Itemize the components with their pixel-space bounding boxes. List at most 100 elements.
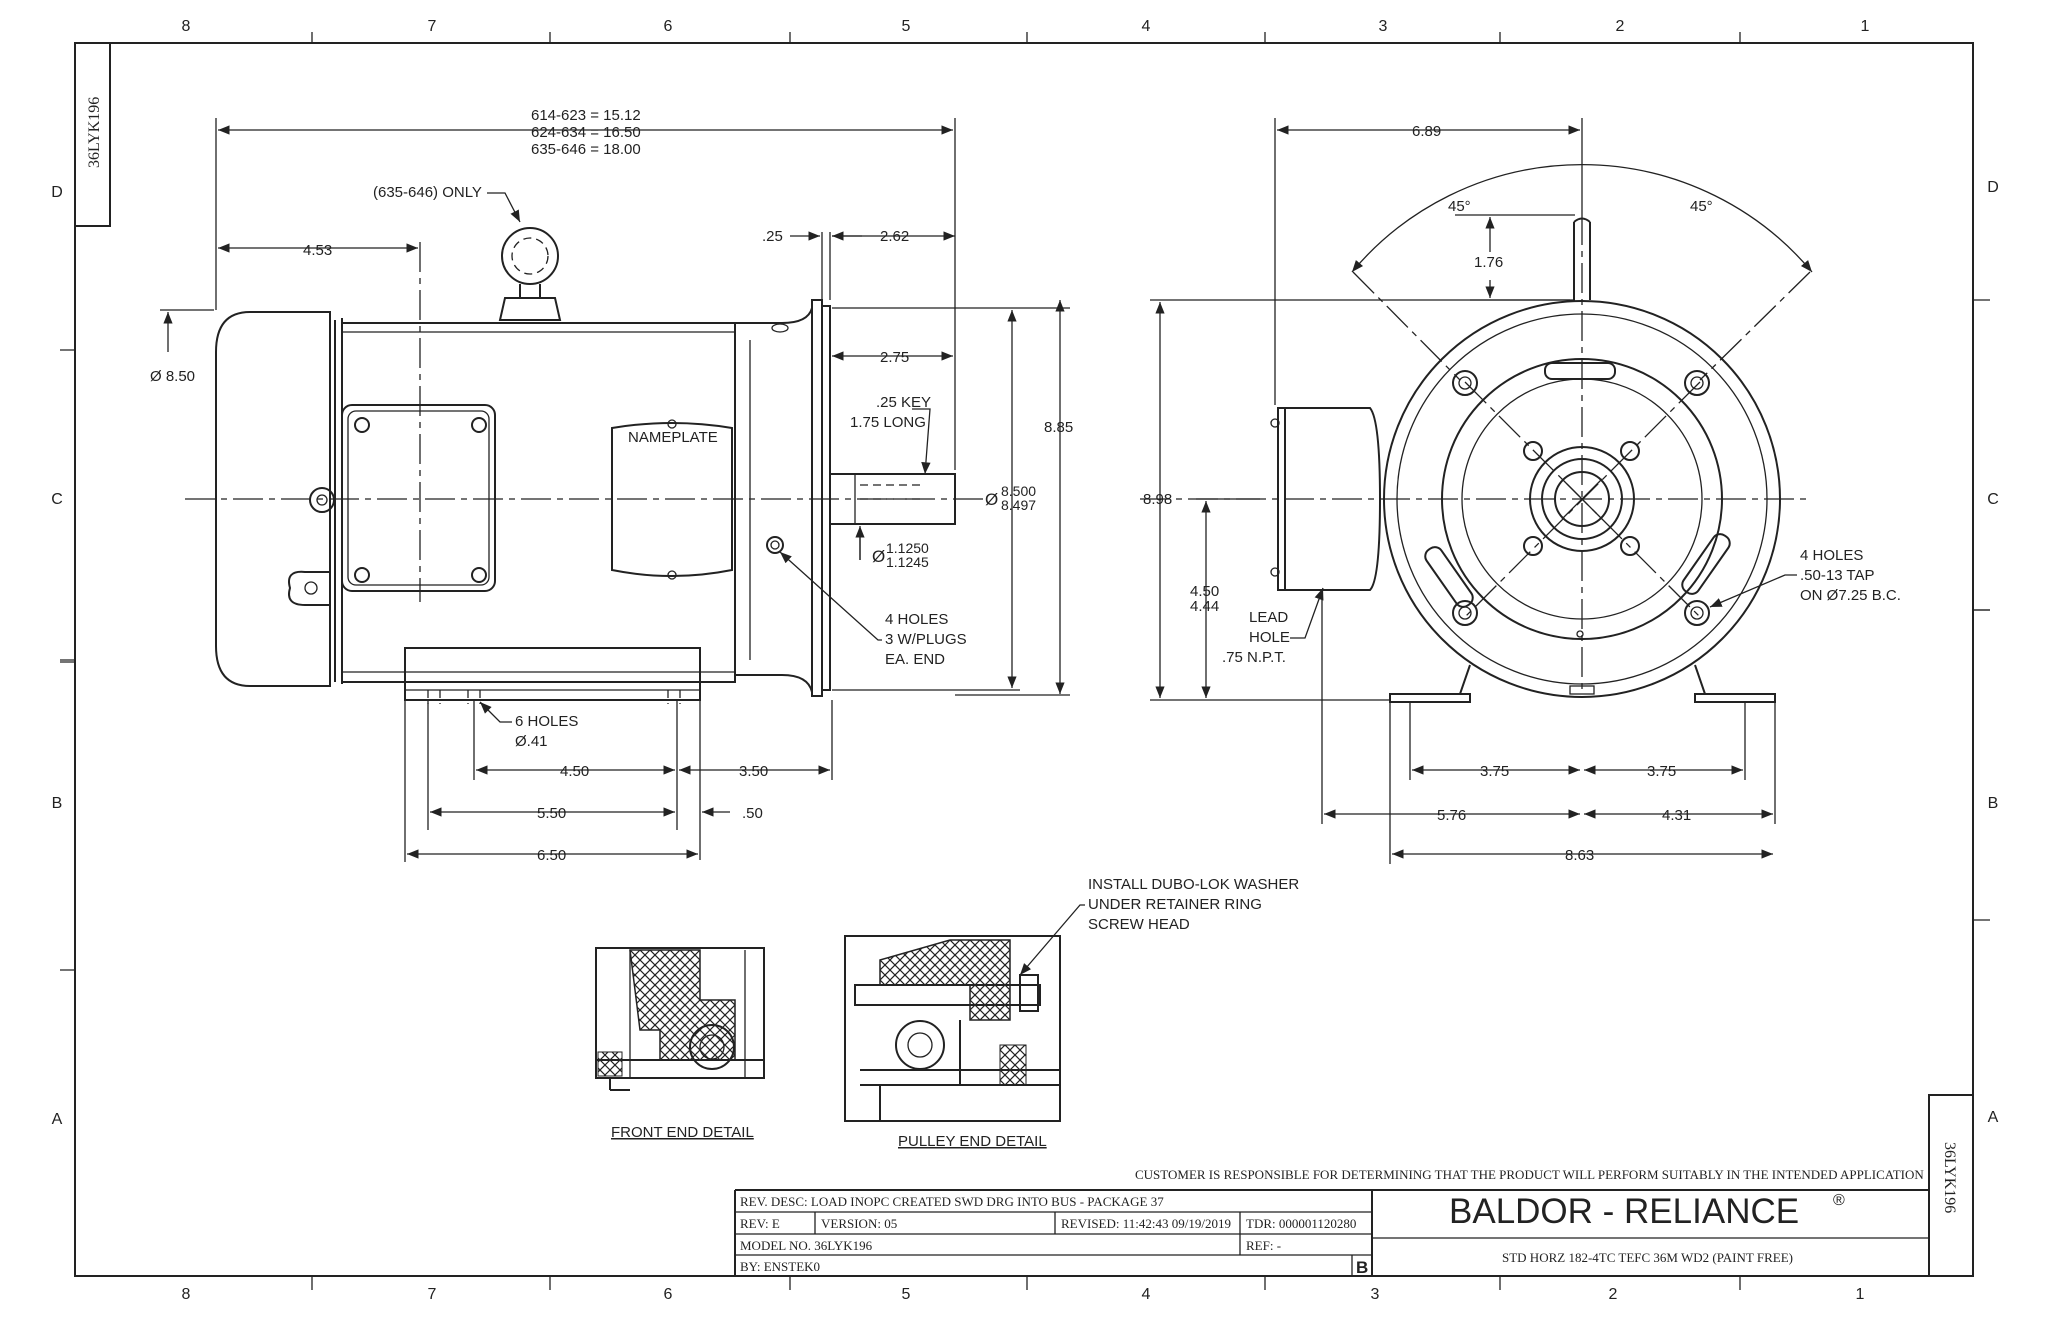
zone-label: 1	[1861, 18, 1870, 35]
zone-label: 6	[664, 1286, 673, 1303]
lead-hole-note: LEAD	[1249, 609, 1288, 626]
drawing-number: 36LYK196	[86, 97, 103, 168]
dim-4-44: 4.44	[1190, 598, 1219, 615]
company-name: BALDOR - RELIANCE	[1449, 1192, 1799, 1231]
shaft-dia-symbol: Ø	[872, 547, 885, 566]
dim-3-75-right: 3.75	[1647, 763, 1676, 780]
top-zone-labels: 8 7 6 5 4 3 2 1	[182, 18, 1870, 35]
end-view-dimensions: 6.89 45° 45° 1.76 8.98 4.50 4.44 LEAD HO…	[1143, 118, 1901, 864]
dim-base-3-50: 3.50	[739, 763, 768, 780]
zone-label: A	[52, 1111, 63, 1128]
dim-2-75: 2.75	[880, 349, 909, 366]
install-note: INSTALL DUBO-LOK WASHER	[1088, 876, 1299, 893]
dim-base-6-50: 6.50	[537, 847, 566, 864]
dim-2-62: 2.62	[880, 228, 909, 245]
motor-end-view	[1140, 215, 1810, 703]
drawing-border	[60, 32, 1990, 1290]
dim-6-89: 6.89	[1412, 123, 1441, 140]
registered-mark: ®	[1833, 1192, 1845, 1209]
dim-4-53: 4.53	[303, 242, 332, 259]
zone-label: 3	[1379, 18, 1388, 35]
tdr-number: TDR: 000001120280	[1246, 1216, 1356, 1231]
dim-dia-8-50: Ø 8.50	[150, 368, 195, 385]
zone-label: 3	[1371, 1286, 1380, 1303]
zone-label: 5	[902, 1286, 911, 1303]
shaft-dia-upper: 1.1250	[886, 540, 929, 556]
zone-label: 8	[182, 18, 191, 35]
lead-hole-note: HOLE	[1249, 629, 1290, 646]
front-end-detail: FRONT END DETAIL	[595, 947, 765, 1141]
base-holes-note: Ø.41	[515, 733, 548, 750]
dim-4-50: 4.50	[1190, 583, 1219, 600]
zone-label: B	[52, 795, 63, 812]
zone-label: D	[1987, 179, 1999, 196]
pulley-end-detail: PULLEY END DETAIL INSTALL DUBO-LOK WASHE…	[844, 876, 1299, 1150]
zone-label: C	[1987, 491, 1999, 508]
pilot-dia-lower: 8.497	[1001, 497, 1036, 513]
rev: REV: E	[740, 1216, 780, 1231]
dim-5-76: 5.76	[1437, 807, 1466, 824]
drawing-number: 36LYK196	[1941, 1142, 1958, 1213]
zone-label: 4	[1142, 18, 1151, 35]
revised-date: REVISED: 11:42:43 09/19/2019	[1061, 1216, 1231, 1231]
dim-4-31: 4.31	[1662, 807, 1691, 824]
rev-desc: REV. DESC: LOAD INOPC CREATED SWD DRG IN…	[740, 1194, 1164, 1209]
lead-hole-note: .75 N.P.T.	[1222, 649, 1286, 666]
length-dimension: 635-646 = 18.00	[531, 141, 641, 158]
pilot-dia-upper: 8.500	[1001, 483, 1036, 499]
dim-8-98: 8.98	[1143, 491, 1172, 508]
shaft-dia-lower: 1.1245	[886, 554, 929, 570]
dim-8-63: 8.63	[1565, 847, 1594, 864]
zone-label: 4	[1142, 1286, 1151, 1303]
dim-8-85: 8.85	[1044, 419, 1073, 436]
zone-label: 6	[664, 18, 673, 35]
dim-base-0-50: .50	[742, 805, 763, 822]
zone-label: 1	[1856, 1286, 1865, 1303]
tap-holes-note: ON Ø7.25 B.C.	[1800, 587, 1901, 604]
side-view-dimensions: 614-623 = 15.12 624-634 = 16.50 635-646 …	[150, 107, 1073, 864]
angle-right: 45°	[1690, 198, 1713, 215]
dim-1-76: 1.76	[1474, 254, 1503, 271]
pilot-dia-symbol: Ø	[985, 490, 998, 509]
key-note: .25 KEY	[876, 394, 931, 411]
zone-label: 5	[902, 18, 911, 35]
drawing-number-box-bottom: 36LYK196	[1928, 1094, 1974, 1277]
ref-number: REF: -	[1246, 1238, 1281, 1253]
title-block: CUSTOMER IS RESPONSIBLE FOR DETERMINING …	[734, 1167, 1930, 1277]
install-note: UNDER RETAINER RING	[1088, 896, 1262, 913]
mount-holes-note: 4 HOLES	[885, 611, 948, 628]
bottom-zone-labels: 8 7 6 5 4 3 2 1	[182, 1286, 1865, 1303]
zone-label: 8	[182, 1286, 191, 1303]
motor-description: STD HORZ 182-4TC TEFC 36M WD2 (PAINT FRE…	[1502, 1250, 1793, 1265]
side-zone-labels: D C B A D C B A	[51, 179, 1999, 1128]
front-detail-label: FRONT END DETAIL	[611, 1124, 754, 1141]
drawn-by: BY: ENSTEK0	[740, 1259, 820, 1274]
version: VERSION: 05	[821, 1216, 897, 1231]
drawing-size: B	[1356, 1258, 1368, 1277]
key-note: 1.75 LONG	[850, 414, 926, 431]
drawing-number-box-top: 36LYK196	[74, 42, 111, 227]
zone-label: 7	[428, 1286, 437, 1303]
zone-label: 7	[428, 18, 437, 35]
disclaimer-text: CUSTOMER IS RESPONSIBLE FOR DETERMINING …	[1135, 1167, 1924, 1182]
dim-3-75-left: 3.75	[1480, 763, 1509, 780]
base-holes-note: 6 HOLES	[515, 713, 578, 730]
install-note: SCREW HEAD	[1088, 916, 1190, 933]
tap-holes-note: .50-13 TAP	[1800, 567, 1875, 584]
length-dimension: 624-634 = 16.50	[531, 124, 641, 141]
zone-label: D	[51, 184, 63, 201]
mount-holes-note: EA. END	[885, 651, 945, 668]
mount-holes-note: 3 W/PLUGS	[885, 631, 967, 648]
length-dimension: 614-623 = 15.12	[531, 107, 641, 124]
zone-label: A	[1988, 1109, 1999, 1126]
angle-left: 45°	[1448, 198, 1471, 215]
zone-label: C	[51, 491, 63, 508]
zone-label: B	[1988, 795, 1999, 812]
eyebolt-note: (635-646) ONLY	[373, 184, 482, 201]
nameplate-label: NAMEPLATE	[628, 429, 718, 446]
dim-0-25: .25	[762, 228, 783, 245]
model-number: MODEL NO. 36LYK196	[740, 1238, 873, 1253]
dim-base-5-50: 5.50	[537, 805, 566, 822]
